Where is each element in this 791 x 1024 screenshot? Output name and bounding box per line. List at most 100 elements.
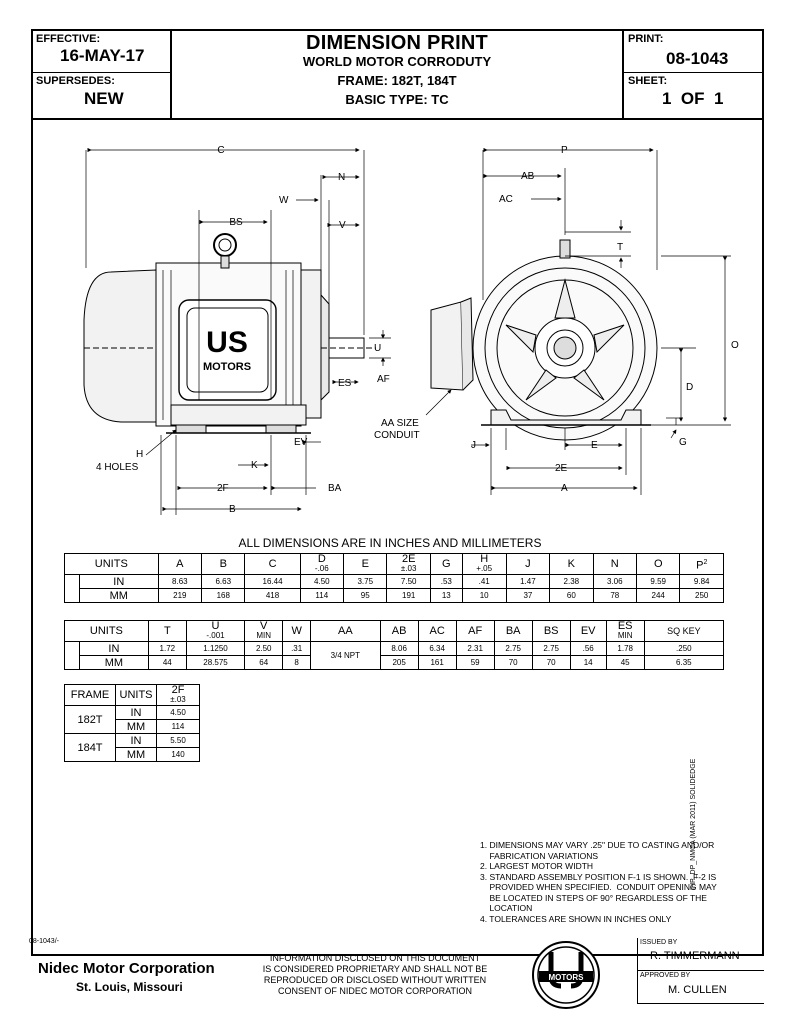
print-number: 08-1043 bbox=[666, 49, 729, 68]
signature-box-divider bbox=[637, 970, 764, 971]
dim-label-h-note: 4 HOLES bbox=[96, 462, 139, 473]
table1-cell: 2.38 bbox=[549, 574, 594, 589]
dim-label-k: K bbox=[251, 460, 258, 471]
table2-col-u: U-.001 bbox=[185, 620, 246, 642]
dim-label-af: AF bbox=[377, 374, 390, 385]
table3-frame-184t: 184T bbox=[64, 733, 116, 762]
table3-cell: 140 bbox=[156, 747, 200, 762]
dim-label-n: N bbox=[338, 172, 345, 183]
approved-by-label: APPROVED BY bbox=[640, 972, 691, 979]
table2-cell: 70 bbox=[531, 655, 571, 670]
signature-box bbox=[637, 938, 764, 1004]
table2-cell: 45 bbox=[605, 655, 645, 670]
table1-col-a: A bbox=[157, 553, 203, 575]
end-view bbox=[430, 239, 658, 441]
table3-unit-in: IN bbox=[115, 705, 157, 720]
note-line: BE LOCATED IN STEPS OF 90° REGARDLESS OF… bbox=[480, 892, 707, 903]
table2-col-sq-key: SQ KEY bbox=[643, 620, 725, 642]
dim-label-w: W bbox=[279, 195, 289, 206]
table1-cell: 4.50 bbox=[299, 574, 345, 589]
table1-cell: 10 bbox=[461, 588, 507, 603]
dim-label-es: ES bbox=[338, 378, 352, 389]
document-reference: 08-1043/- bbox=[29, 938, 59, 945]
table2-aa-cell: 3/4 NPT bbox=[310, 641, 381, 670]
tables-heading: ALL DIMENSIONS ARE IN INCHES AND MILLIME… bbox=[238, 536, 542, 550]
supersedes-value: NEW bbox=[84, 89, 124, 108]
dim-label-d: D bbox=[686, 382, 693, 393]
table2-cell: 1.78 bbox=[605, 641, 645, 656]
table2-cell: 161 bbox=[417, 655, 457, 670]
table3-cell: 5.50 bbox=[156, 733, 200, 748]
table1-cell: 13 bbox=[429, 588, 463, 603]
table2-col-t: T bbox=[147, 620, 187, 642]
note-line: FABRICATION VARIATIONS bbox=[480, 850, 599, 861]
table1-col-o: O bbox=[635, 553, 681, 575]
note-line: 3. STANDARD ASSEMBLY POSITION F-1 IS SHO… bbox=[480, 871, 717, 882]
title-block-divider bbox=[31, 118, 764, 120]
disclosure-text: INFORMATION DISCLOSED ON THIS DOCUMENT I… bbox=[255, 953, 495, 997]
table1-row-in: IN 8.63 6.63 16.44 4.50 3.75 7.50 .53 .4… bbox=[64, 574, 724, 589]
table2-col-w: W bbox=[282, 620, 312, 642]
table3-unit-in: IN bbox=[115, 733, 157, 748]
table2-col-bs: BS bbox=[531, 620, 571, 642]
table2-col-aa: AA bbox=[310, 620, 381, 642]
table1-cell: 191 bbox=[386, 588, 431, 603]
table1-cell: 244 bbox=[635, 588, 681, 603]
table1-units-header: UNITS bbox=[64, 553, 159, 575]
table2-cell: 2.31 bbox=[455, 641, 495, 656]
frame-table: FRAME UNITS 2F±.03 182T IN 4.50 MM 114 1… bbox=[64, 684, 200, 762]
table2-row-in: IN 1.72 1.1250 2.50 .31 3/4 NPT 8.06 6.3… bbox=[64, 641, 725, 670]
table2-cell: 205 bbox=[379, 655, 419, 670]
table3-frame-182t: 182T bbox=[64, 705, 116, 734]
table3-cell: 114 bbox=[156, 719, 200, 734]
dim-label-c: C bbox=[217, 145, 224, 156]
table1-col-e: E bbox=[343, 553, 388, 575]
effective-label: EFFECTIVE: bbox=[36, 33, 101, 45]
table1-cell: 418 bbox=[244, 588, 301, 603]
table1-cell: 37 bbox=[505, 588, 551, 603]
table1-cell: 6.63 bbox=[201, 574, 246, 589]
table1-col-j: J bbox=[505, 553, 551, 575]
dim-label-aa-line2: CONDUIT bbox=[374, 430, 420, 441]
dim-label-ab: AB bbox=[521, 171, 535, 182]
title-block-row-divider-right bbox=[622, 72, 764, 73]
document-title: DIMENSION PRINT bbox=[306, 32, 488, 54]
table2-cell: 2.50 bbox=[244, 641, 284, 656]
sheet-label: SHEET: bbox=[628, 75, 668, 87]
table1-cell: 7.50 bbox=[386, 574, 431, 589]
basic-type: BASIC TYPE: TC bbox=[345, 92, 449, 107]
dim-label-u: U bbox=[374, 343, 381, 354]
table3-units-header: UNITS bbox=[115, 684, 157, 706]
table2-cell: 6.35 bbox=[643, 655, 725, 670]
table1-cell: 95 bbox=[343, 588, 388, 603]
supersedes-label: SUPERSEDES: bbox=[36, 75, 115, 87]
table1-col-d: D-.06 bbox=[299, 553, 345, 575]
dim-label-ba: BA bbox=[328, 483, 342, 494]
table1-col-k: K bbox=[549, 553, 594, 575]
table3-unit-mm: MM bbox=[115, 747, 157, 762]
title-block-col-divider-left bbox=[170, 29, 172, 119]
dim-label-2f: 2F bbox=[217, 483, 229, 494]
table2-col-ev: EV bbox=[569, 620, 607, 642]
side-dimension-lines bbox=[85, 147, 391, 515]
table2-cell: 2.75 bbox=[531, 641, 571, 656]
dim-label-p: P bbox=[561, 145, 568, 156]
note-line: 4. TOLERANCES ARE SHOWN IN INCHES ONLY bbox=[480, 913, 672, 924]
table2-row-mm: MM 44 28.575 64 8 205 161 59 70 70 14 45… bbox=[64, 655, 725, 670]
table1-cell: 3.75 bbox=[343, 574, 388, 589]
dim-label-b: B bbox=[229, 504, 236, 515]
table1-cell: 168 bbox=[201, 588, 246, 603]
table3-row: MM 140 bbox=[65, 747, 200, 762]
table1-row-mm: MM 219 168 418 114 95 191 13 10 37 60 78… bbox=[64, 588, 724, 603]
motors-logo-word: MOTORS bbox=[203, 361, 251, 373]
dim-label-2e: 2E bbox=[555, 463, 568, 474]
table2-unit-in: IN bbox=[79, 641, 149, 656]
dim-label-ev: EV bbox=[294, 437, 308, 448]
issued-by-label: ISSUED BY bbox=[640, 939, 678, 946]
table3-header-row: FRAME UNITS 2F±.03 bbox=[64, 684, 200, 706]
table1-col-b: B bbox=[201, 553, 246, 575]
motor-drawing: US MOTORS C N W V BS U ES bbox=[83, 145, 739, 515]
